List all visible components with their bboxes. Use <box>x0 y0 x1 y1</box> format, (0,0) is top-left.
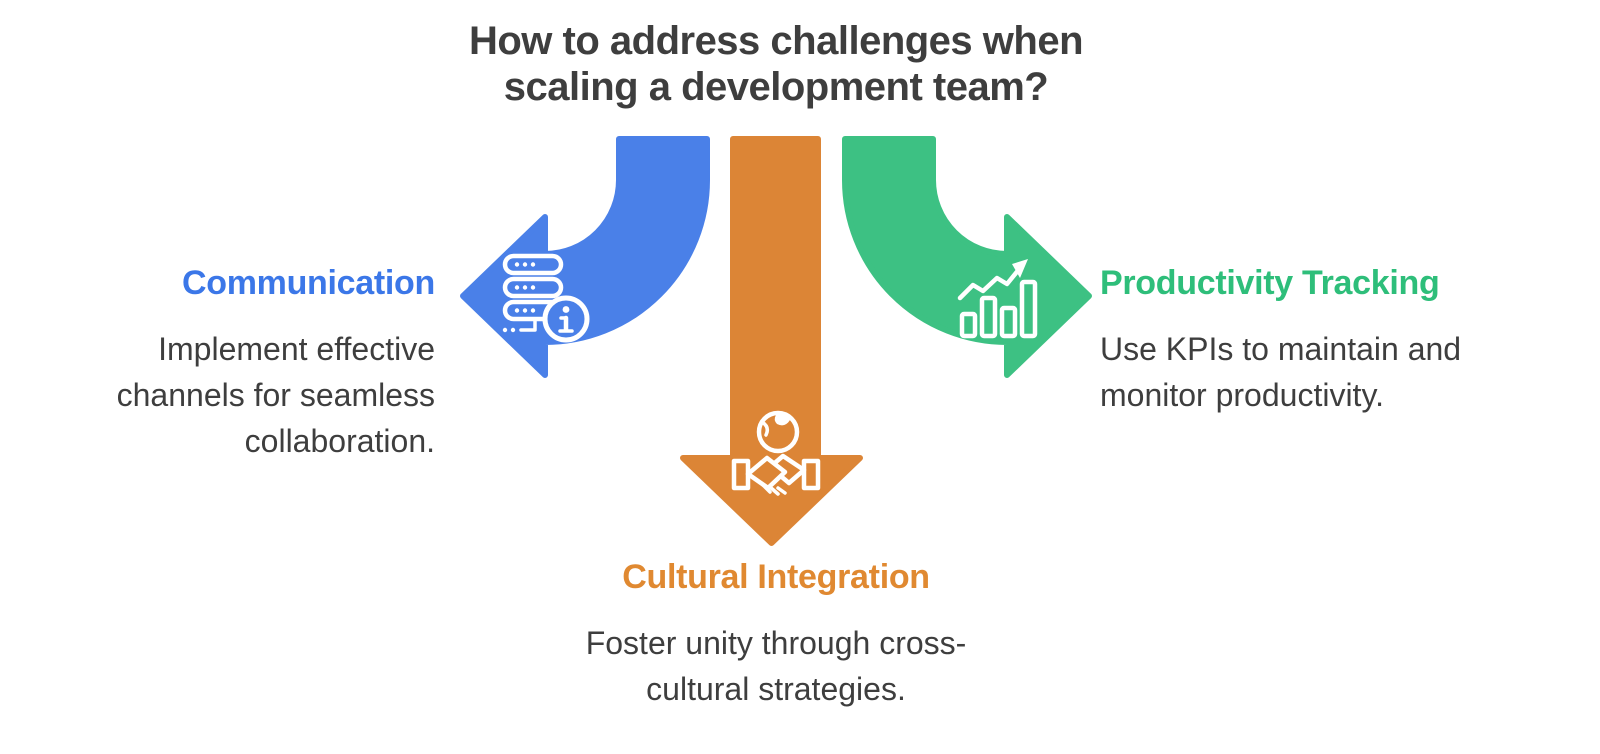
communication-description: Implement effective channels for seamles… <box>116 331 435 459</box>
communication-arrow <box>460 136 710 378</box>
productivity-tracking-label: Productivity Tracking <box>1100 264 1440 302</box>
productivity-tracking-description: Use KPIs to maintain and monitor product… <box>1100 331 1462 413</box>
handshake-globe-icon <box>731 410 821 496</box>
productivity-tracking-arrow <box>842 136 1092 378</box>
cultural-integration-label: Cultural Integration <box>622 558 930 596</box>
communication-label: Communication <box>182 264 435 302</box>
cultural-integration-description: Foster unity through cross-cultural stra… <box>585 625 967 707</box>
communication-section: Communication Implement effective channe… <box>45 262 436 464</box>
cultural-integration-section: Cultural Integration Foster unity throug… <box>536 556 1016 712</box>
growth-chart-icon <box>957 259 1038 339</box>
cultural-integration-arrow <box>680 136 863 546</box>
page-title-line2: scaling a development team? <box>503 65 1049 109</box>
page-title: How to address challenges when scaling a… <box>426 18 1126 110</box>
page-title-line1: How to address challenges when <box>468 19 1084 63</box>
productivity-tracking-section: Productivity Tracking Use KPIs to mainta… <box>1100 262 1545 418</box>
server-info-icon <box>502 253 590 343</box>
